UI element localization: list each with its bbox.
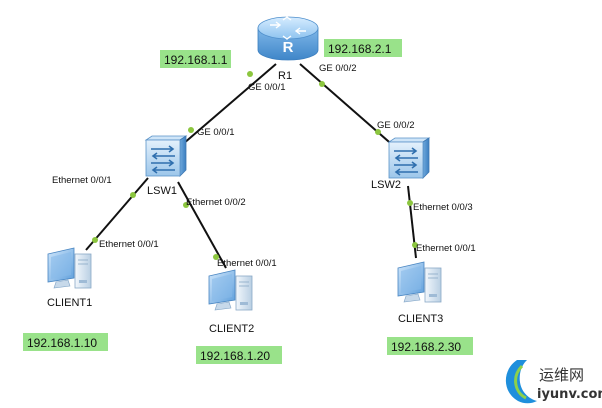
port-label-r1-g002: GE 0/0/2	[319, 63, 357, 74]
router-label: R1	[278, 70, 292, 82]
router-symbol: R	[283, 39, 294, 56]
router-icon: R	[257, 16, 319, 61]
watermark-brand: 运维网	[539, 366, 584, 384]
switch-icon	[388, 137, 430, 179]
ip-label-client3: 192.168.2.30	[391, 340, 461, 354]
port-label-client2-e001: Ethernet 0/0/1	[217, 258, 277, 269]
port-label-lsw1-e002: Ethernet 0/0/2	[186, 197, 246, 208]
port-dot-r1-g002	[319, 81, 325, 87]
port-label-lsw1-g001: GE 0/0/1	[197, 127, 235, 138]
ip-box-r1-g002: 192.168.2.1	[324, 39, 402, 57]
pc-icon	[397, 261, 442, 303]
ip-box-client3: 192.168.2.30	[387, 337, 473, 355]
port-dot-lsw1-g001	[188, 127, 194, 133]
ip-box-client2: 192.168.1.20	[196, 346, 282, 364]
port-label-client1-e001: Ethernet 0/0/1	[99, 239, 159, 250]
lsw2-label: LSW2	[371, 179, 401, 191]
port-label-client3-e001: Ethernet 0/0/1	[416, 243, 476, 254]
link-r1-lsw1	[175, 63, 277, 151]
watermark-url: iyunv.com	[537, 387, 602, 402]
ip-box-r1-g001: 192.168.1.1	[160, 50, 231, 68]
ip-label-client2: 192.168.1.20	[200, 349, 270, 363]
client-client3[interactable]: CLIENT3	[397, 261, 443, 325]
client3-label: CLIENT3	[398, 313, 443, 325]
ip-box-client1: 192.168.1.10	[23, 333, 108, 351]
switch-lsw2[interactable]: LSW2	[371, 137, 430, 191]
port-dot-lsw1-e001	[130, 192, 136, 198]
watermark: 运维网 iyunv.com	[505, 360, 602, 404]
switch-lsw1[interactable]: LSW1	[145, 135, 187, 197]
ip-label-client1: 192.168.1.10	[27, 336, 97, 350]
port-dot-lsw1-e002	[183, 202, 189, 208]
client-client2[interactable]: CLIENT2	[208, 269, 254, 335]
port-dot-client2-e001	[213, 254, 219, 260]
switch-icon	[145, 135, 187, 177]
port-label-lsw2-g002: GE 0/0/2	[377, 120, 415, 131]
link-r1-lsw2	[299, 63, 397, 149]
router-r1[interactable]: R R1	[257, 16, 319, 82]
pc-icon	[47, 247, 92, 289]
port-dot-r1-g001	[247, 71, 253, 77]
link-lsw1-client2	[177, 181, 227, 269]
port-label-lsw2-e003: Ethernet 0/0/3	[413, 202, 473, 213]
watermark-logo-icon	[505, 360, 537, 404]
ip-label-r1-g001: 192.168.1.1	[164, 53, 228, 67]
port-dot-client3-e001	[412, 242, 418, 248]
client1-label: CLIENT1	[47, 297, 92, 309]
port-label-lsw1-e001: Ethernet 0/0/1	[52, 175, 112, 186]
port-dot-lsw2-g002	[375, 129, 381, 135]
port-dot-client1-e001	[92, 237, 98, 243]
ip-label-r1-g002: 192.168.2.1	[328, 42, 392, 56]
port-label-r1-g001: GE 0/0/1	[248, 82, 286, 93]
client2-label: CLIENT2	[209, 323, 254, 335]
pc-icon	[208, 269, 253, 311]
lsw1-label: LSW1	[147, 185, 177, 197]
client-client1[interactable]: CLIENT1	[47, 247, 92, 309]
port-dot-lsw2-e003	[407, 200, 413, 206]
